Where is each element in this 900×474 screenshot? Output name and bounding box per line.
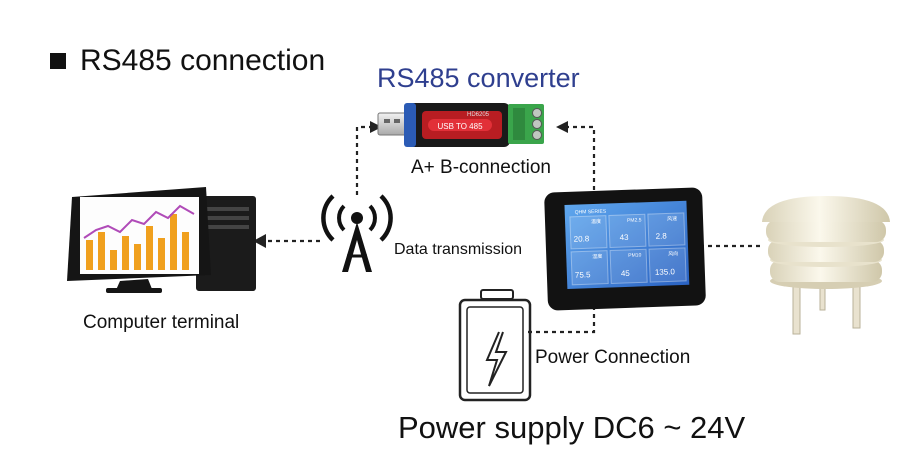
computer-terminal-label: Computer terminal xyxy=(83,312,240,333)
converter-model-text: HD6205 xyxy=(467,112,490,118)
tile-tag: 温度 xyxy=(591,218,601,225)
monitor-stand xyxy=(116,279,152,290)
tile-value: 2.8 xyxy=(655,231,667,240)
usb-plug xyxy=(377,112,409,136)
tile-value: 135.0 xyxy=(655,267,676,277)
display-to-converter-line xyxy=(568,125,596,190)
antenna-icon xyxy=(321,194,393,272)
tiles xyxy=(569,212,687,286)
data-transmission-label: Data transmission xyxy=(394,241,523,258)
display-brand: QHM SERIES xyxy=(575,209,607,216)
tile-value: 43 xyxy=(619,233,629,242)
tile-tag: 风向 xyxy=(668,250,678,257)
tile-tag: 湿度 xyxy=(592,253,602,260)
tile-tag: PM2.5 xyxy=(627,217,642,224)
arrow-to-converter-left xyxy=(370,121,382,133)
usb-converter-device: USB TO 485 HD6205 xyxy=(377,103,544,147)
arrow-to-computer xyxy=(253,234,266,248)
sensor-shield-icon xyxy=(762,196,890,335)
display-device: QHM SERIES 温度 PM2.5 风速 湿度 PM10 风向 20.8 4… xyxy=(544,187,706,311)
tile-tag: PM10 xyxy=(628,252,641,258)
bullet-square-icon xyxy=(50,53,66,69)
converter-title: RS485 converter xyxy=(377,63,580,93)
section-heading: RS485 connection xyxy=(50,44,325,78)
display-screen xyxy=(564,200,690,290)
ab-connection-label: A+ B-connection xyxy=(411,157,551,178)
arrow-to-converter-right xyxy=(556,121,568,133)
heading-text: RS485 connection xyxy=(80,44,326,77)
lightning-icon xyxy=(485,331,508,387)
computer-terminal-icon xyxy=(67,187,256,293)
bar-chart-graphic xyxy=(86,214,189,270)
battery-icon xyxy=(458,289,532,402)
trend-line xyxy=(83,204,195,239)
tile-value: 45 xyxy=(621,269,631,278)
tile-value: 75.5 xyxy=(575,270,591,280)
antenna-to-converter-line xyxy=(355,125,372,195)
tile-value: 20.8 xyxy=(574,234,590,244)
power-supply-label: Power supply DC6 ~ 24V xyxy=(398,410,746,445)
power-connection-label: Power Connection xyxy=(535,347,691,368)
converter-device-text: USB TO 485 xyxy=(437,122,483,131)
power-to-display-line xyxy=(528,305,596,334)
tile-tag: 风速 xyxy=(667,216,677,222)
dashed-links xyxy=(262,125,762,334)
